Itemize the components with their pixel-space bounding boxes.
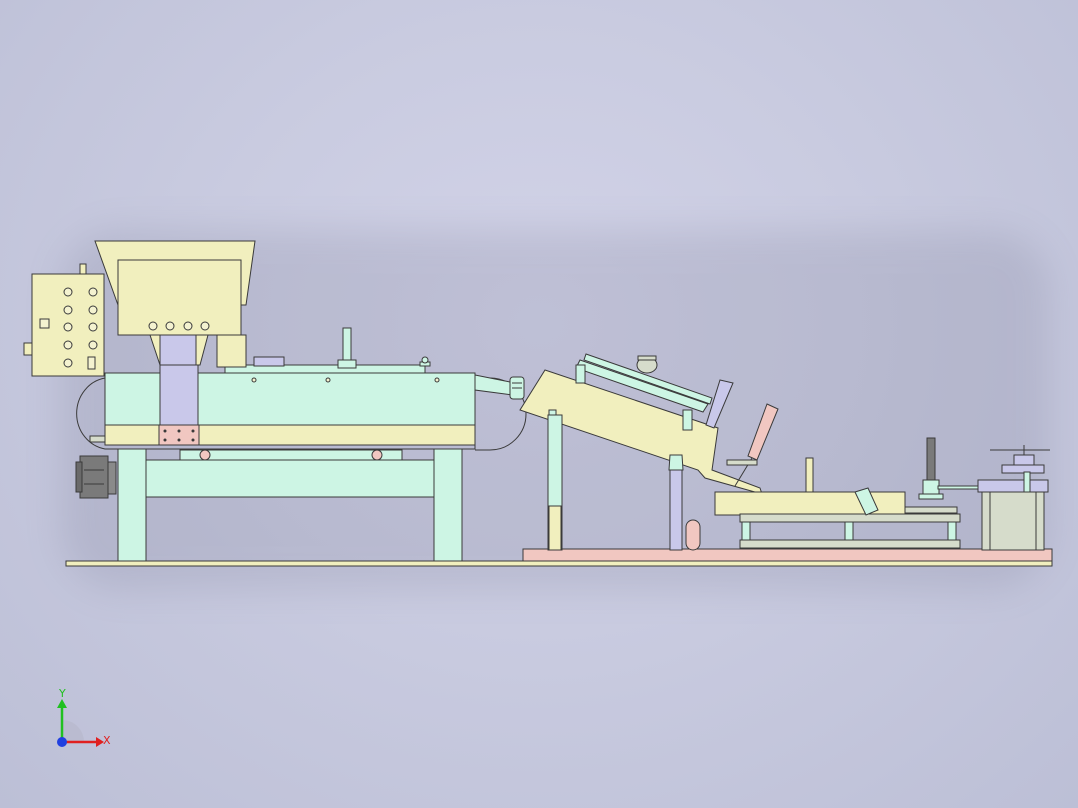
left-frame	[117, 448, 463, 562]
transfer-link	[474, 374, 525, 400]
x-axis-arrow	[96, 737, 104, 747]
left-conveyor	[76, 327, 527, 461]
inclined-chute	[519, 353, 779, 495]
y-axis-arrow	[57, 699, 67, 708]
drive-motor	[75, 455, 117, 499]
hopper	[94, 240, 285, 368]
z-axis-dot	[57, 737, 67, 747]
y-axis-label: Y	[58, 687, 66, 700]
right-base-plate	[522, 548, 1053, 562]
chute-supports	[547, 414, 701, 551]
control-buttons[interactable]	[39, 287, 98, 370]
guide-column	[158, 364, 200, 446]
main-floor-plate	[65, 560, 1053, 567]
x-axis-label: X	[103, 734, 111, 747]
coordinate-triad: X Y	[57, 687, 111, 747]
vibratory-table	[714, 457, 961, 549]
right-station	[918, 437, 1050, 551]
base-plates	[65, 548, 1053, 567]
control-box[interactable]	[23, 263, 105, 377]
